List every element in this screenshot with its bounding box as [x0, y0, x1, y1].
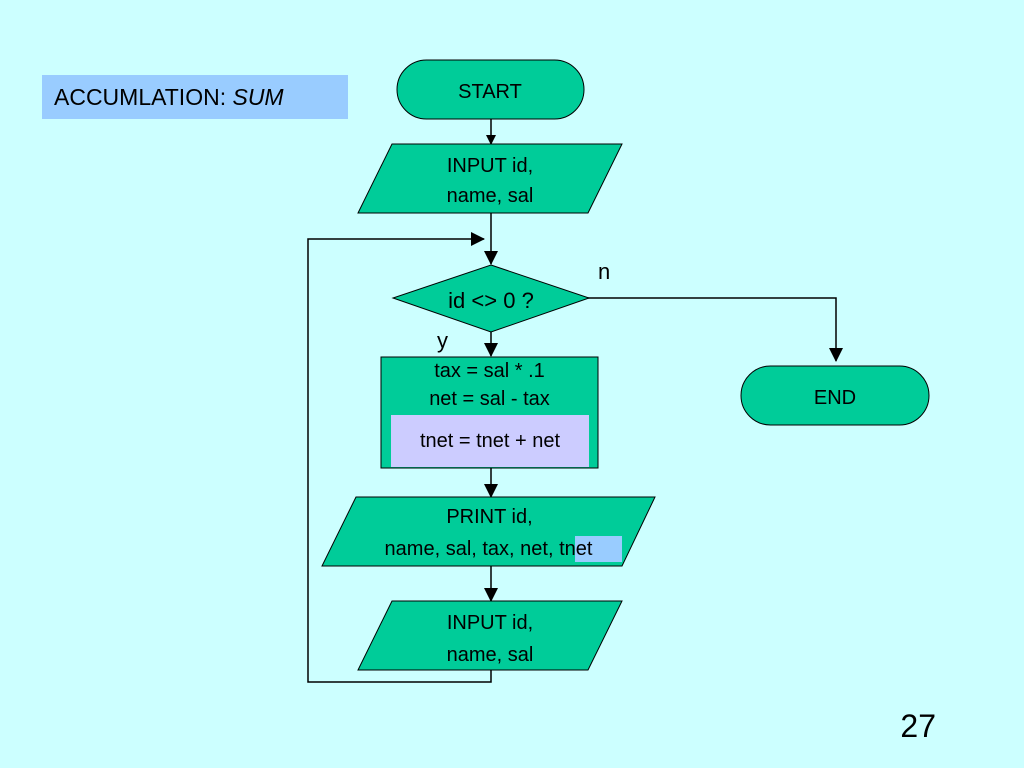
- input2-line1: INPUT id,: [447, 612, 533, 634]
- tnet-highlight: [575, 536, 622, 562]
- page-number: 27: [900, 708, 936, 744]
- no-branch-label: n: [598, 259, 610, 284]
- print-line1: PRINT id,: [446, 506, 533, 528]
- print-parallelogram: [321, 496, 656, 567]
- yes-branch-label: y: [437, 328, 448, 353]
- arrow-decision-to-end: [587, 297, 843, 362]
- calc-line1: tax = sal * .1: [434, 360, 545, 382]
- end-terminator: [740, 365, 930, 426]
- title-prefix: ACCUMLATION:: [54, 84, 233, 110]
- accumulate-highlight: tnet = tnet + net: [391, 415, 589, 467]
- loop-back-arrow: [307, 232, 492, 683]
- start-label: START: [458, 81, 522, 103]
- title-italic: SUM: [232, 84, 284, 110]
- input-parallelogram-2: [357, 600, 623, 671]
- input1-line2: name, sal: [447, 185, 534, 207]
- input-parallelogram-1: [357, 143, 623, 214]
- input1-line1: INPUT id,: [447, 155, 533, 177]
- input2-line2: name, sal: [447, 644, 534, 666]
- print-line2: name, sal, tax, net, tnet: [384, 538, 593, 560]
- end-label: END: [814, 387, 856, 409]
- start-terminator: [396, 59, 585, 120]
- decision-label: id <> 0 ?: [448, 288, 534, 313]
- calc-line2: net = sal - tax: [429, 388, 550, 410]
- slide-title: ACCUMLATION: SUM: [42, 75, 348, 119]
- decision-diamond: [391, 264, 591, 333]
